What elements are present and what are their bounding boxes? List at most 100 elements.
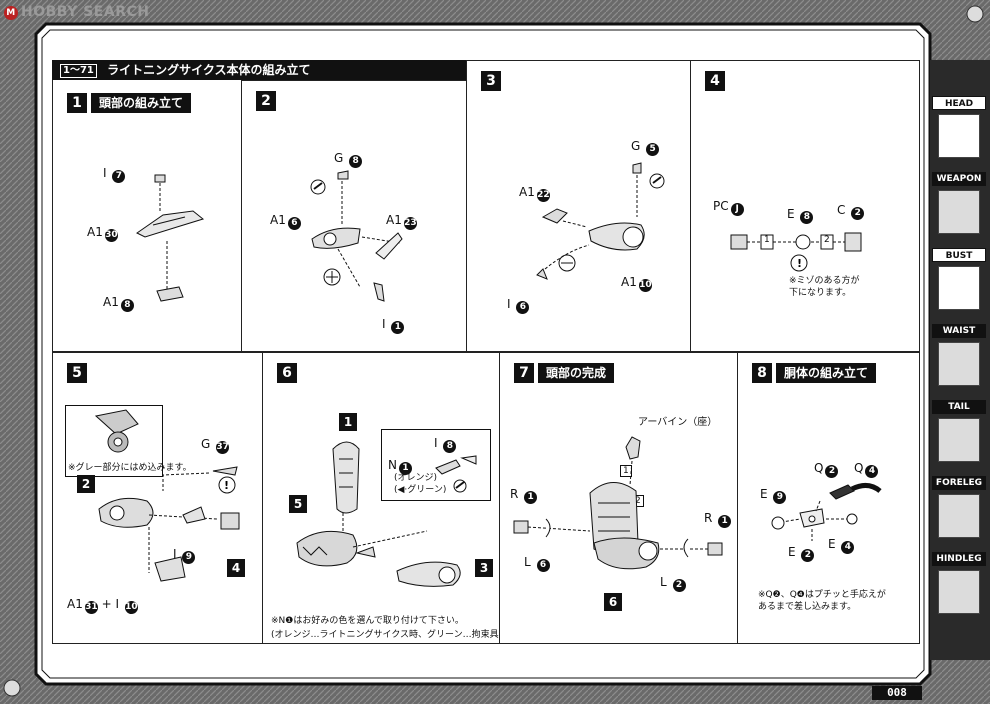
footer-note: (オレンジ…ライトニングサイクス時、グリーン…拘束具装備時) [271, 630, 499, 640]
part-label: E 9 [760, 487, 787, 504]
step-number: 2 [256, 91, 276, 111]
tail-icon [938, 418, 980, 462]
step-number: 6 [277, 363, 297, 383]
step-title: 頭部の組み立て [91, 93, 192, 113]
head-assembly-drawing [296, 441, 461, 587]
tab-label: HEAD [932, 96, 986, 110]
step-number: 4 [705, 71, 725, 91]
tab-hindleg[interactable]: HINDLEG [932, 552, 986, 618]
part-label: C 2 [837, 203, 865, 220]
tab-weapon[interactable]: WEAPON [932, 172, 986, 238]
part-label: I 8 [434, 436, 457, 453]
part-label: I 7 [103, 166, 126, 183]
part-label: L 2 [660, 575, 686, 592]
part-label: I 9 [173, 547, 196, 564]
head-icon [938, 114, 980, 158]
step-box-label: 1 [764, 235, 770, 245]
page-number: 008 [872, 686, 922, 700]
tab-bust[interactable]: BUST [932, 248, 986, 314]
step-range: 1〜71 [60, 64, 97, 78]
part-label: G 8 [334, 151, 363, 168]
head-complete-drawing [513, 436, 723, 570]
weapon-icon [938, 190, 980, 234]
sub-assembly-ref: 6 [604, 593, 622, 611]
step-title: 胴体の組み立て [776, 363, 877, 383]
step-number: 7 [514, 363, 534, 383]
part-label: G 5 [631, 139, 660, 156]
tab-head[interactable]: HEAD [932, 96, 986, 162]
tab-tail[interactable]: TAIL [932, 400, 986, 466]
footer-note: ※N❶はお好みの色を選んで取り付けて下さい。 [271, 616, 464, 626]
banner-title: ライトニングサイクス本体の組み立て [107, 63, 311, 77]
step-box-label: 2 [824, 235, 830, 245]
sub-assembly-ref: 1 [339, 413, 357, 431]
step-7-panel: 7 頭部の完成 アーバイン（座） R 1 R 1 L 6 L 2 6 1 2 [499, 352, 738, 644]
part-label: I 6 [507, 297, 530, 314]
step-number: 5 [67, 363, 87, 383]
tab-label: BUST [932, 248, 986, 262]
detail-inset: ※グレー部分にはめ込みます。 [65, 405, 192, 477]
sub-assembly-ref: 3 [475, 559, 493, 577]
step-title: 頭部の完成 [538, 363, 615, 383]
step-number: 8 [752, 363, 772, 383]
sub-assembly-ref: 4 [227, 559, 245, 577]
part-label: I 1 [382, 317, 405, 334]
head-part-drawing [536, 162, 665, 280]
part-label: G 37 [201, 437, 230, 454]
step-number: 1 [67, 93, 87, 113]
step-4-note: ※ミゾのある方が 下になります。 [789, 276, 860, 298]
head-assembly-drawing: ! [98, 466, 240, 582]
sub-assembly-ref: 2 [77, 475, 95, 493]
svg-text:!: ! [224, 479, 229, 492]
part-label: L 6 [524, 555, 550, 572]
color-options: (オレンジ) (◀·グリーン) [394, 473, 447, 495]
bust-icon [938, 266, 980, 310]
hindleg-icon [938, 570, 980, 614]
pc-joint-drawing: ! [730, 232, 862, 272]
head-part-drawing [310, 170, 403, 302]
tab-label: WEAPON [932, 172, 986, 186]
pilot-figure-label: アーバイン（座） [638, 417, 718, 428]
inset-note: ※グレー部分にはめ込みます。 [68, 463, 192, 473]
section-banner: 1〜71 ライトニングサイクス本体の組み立て [52, 60, 466, 80]
tab-label: HINDLEG [932, 552, 986, 566]
waist-icon [938, 342, 980, 386]
part-label: E 2 [788, 545, 815, 562]
svg-text:!: ! [797, 257, 802, 270]
color-part-drawing [435, 455, 477, 493]
part-label: E 4 [828, 537, 855, 554]
tab-label: FORELEG [932, 476, 986, 490]
watermark-text: HOBBY SEARCH [21, 4, 150, 20]
sub-assembly-ref: 5 [289, 495, 307, 513]
part-label: E 8 [787, 207, 814, 224]
step-number: 3 [481, 71, 501, 91]
tab-foreleg[interactable]: FORELEG [932, 476, 986, 542]
head-part-drawing [136, 174, 205, 302]
part-label: R 1 [704, 511, 732, 528]
tab-label: WAIST [932, 324, 986, 338]
detail-drawing [94, 409, 139, 453]
tab-label: TAIL [932, 400, 986, 414]
tab-waist[interactable]: WAIST [932, 324, 986, 390]
step-8-note: ※Q❷、Q❹はプチッと手応えが あるまで差し込みます。 [758, 590, 886, 612]
body-joint-drawing [771, 483, 882, 541]
